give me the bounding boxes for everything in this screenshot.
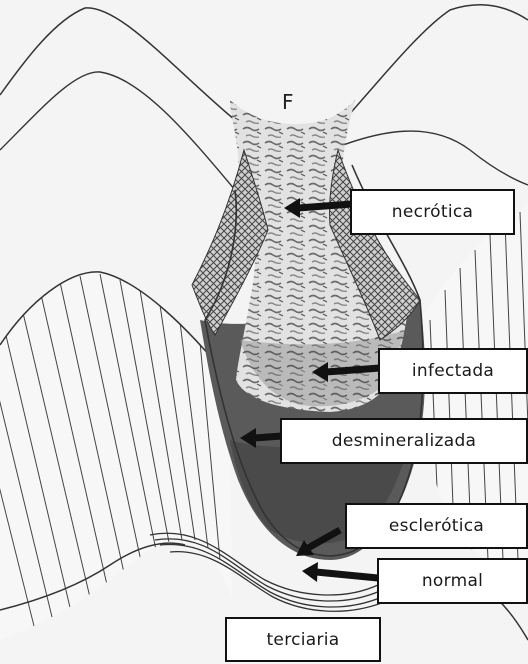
label-necrotica: necrótica — [350, 189, 515, 235]
crown-outline-right — [340, 5, 528, 125]
label-f-marker: F — [282, 90, 294, 114]
label-infectada: infectada — [378, 348, 528, 394]
label-terciaria: terciaria — [225, 617, 381, 662]
label-desmineralizada: desmineralizada — [280, 418, 528, 464]
crown-outline-inner-right — [330, 131, 528, 185]
label-normal: normal — [377, 558, 528, 604]
crown-outline-left — [0, 8, 258, 150]
label-esclerotica: esclerótica — [345, 503, 528, 549]
